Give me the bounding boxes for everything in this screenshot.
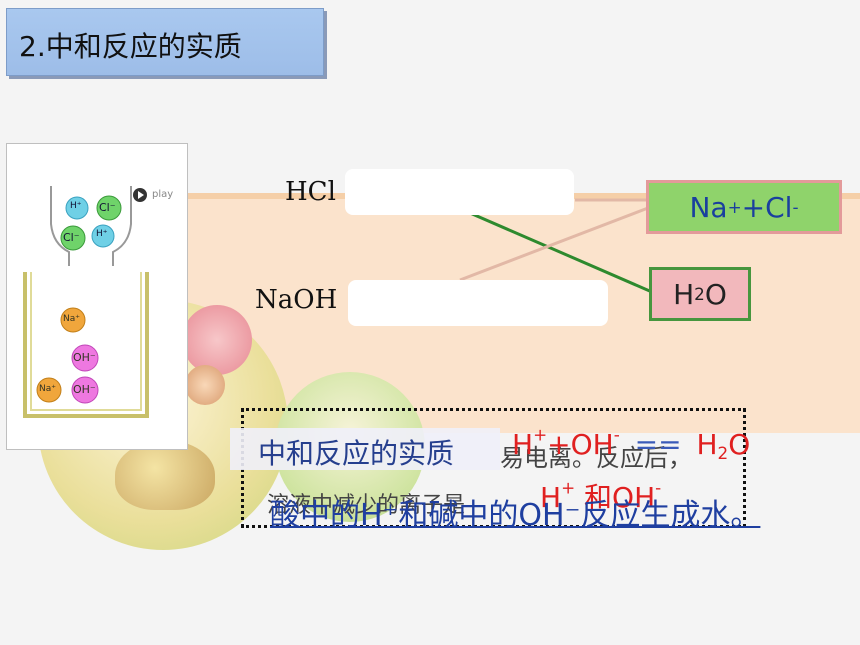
decoration-flower: [182, 305, 252, 375]
slide-title: 2.中和反应的实质: [19, 30, 242, 63]
decoration-girl: [185, 365, 225, 405]
reduced-ions-oh-charge: -: [655, 477, 662, 498]
equation-oh: +OH: [547, 428, 614, 461]
equation-h: H: [512, 428, 534, 461]
ion-label-h-2: H⁺: [96, 229, 108, 239]
reactant-naoh: NaOH: [255, 285, 338, 315]
equation-h2o-h: H: [696, 428, 718, 461]
product-nacl-box[interactable]: Na++Cl-: [646, 180, 842, 234]
reduced-ions-oh: 和OH: [575, 481, 656, 514]
decoration-snail: [115, 440, 215, 510]
ion-label-cl-1: Cl⁻: [99, 201, 116, 214]
conclusion-sentence: 酸中的H⁺和碱中的OH⁻反应生成水。: [270, 498, 761, 533]
reactant-hcl: HCl: [285, 177, 336, 207]
nacl-cl: +Cl: [741, 190, 793, 224]
equation-h-charge: +: [533, 424, 548, 445]
equation-h2o-subscript: 2: [717, 443, 729, 464]
ion-label-cl-2: Cl⁻: [63, 231, 80, 244]
ion-label-oh-1: OH⁻: [73, 351, 96, 364]
play-button-label[interactable]: play: [152, 189, 174, 200]
equation-oh-charge: -: [613, 424, 620, 445]
summary-heading: 中和反应的实质: [258, 437, 455, 470]
summary-heading-bg: [230, 428, 500, 470]
naoh-answer-blank[interactable]: [348, 280, 608, 326]
h2o-o: O: [704, 277, 727, 311]
hcl-answer-blank[interactable]: [345, 169, 574, 215]
flask-illustration: [23, 186, 149, 418]
slide-title-box: 2.中和反应的实质: [6, 8, 324, 76]
summary-ghost-line-2: 溶液中减少的离子是: [267, 493, 466, 518]
equation: H++OH- == H2O: [512, 424, 751, 464]
ion-animation-panel[interactable]: H⁺ Cl⁻ Cl⁻ H⁺ Na⁺ OH⁻ Na⁺ OH⁻ play: [6, 143, 188, 450]
ion-label-na-1: Na⁺: [63, 314, 80, 324]
ion-label-na-2: Na⁺: [39, 384, 56, 394]
equation-arrow: ==: [634, 428, 682, 461]
nacl-na: Na: [689, 190, 728, 224]
h2o-h: H: [673, 277, 695, 311]
summary-ghost-line-1: 易电离。反应后，: [500, 444, 692, 472]
equation-h2o-o: O: [728, 428, 751, 461]
ion-label-h-1: H⁺: [70, 201, 82, 211]
reduced-ions-h: H: [540, 481, 562, 514]
ion-label-oh-2: OH⁻: [73, 383, 96, 396]
reduced-ions: H+ 和OH-: [540, 476, 661, 516]
reduced-ions-h-charge: +: [561, 477, 576, 498]
